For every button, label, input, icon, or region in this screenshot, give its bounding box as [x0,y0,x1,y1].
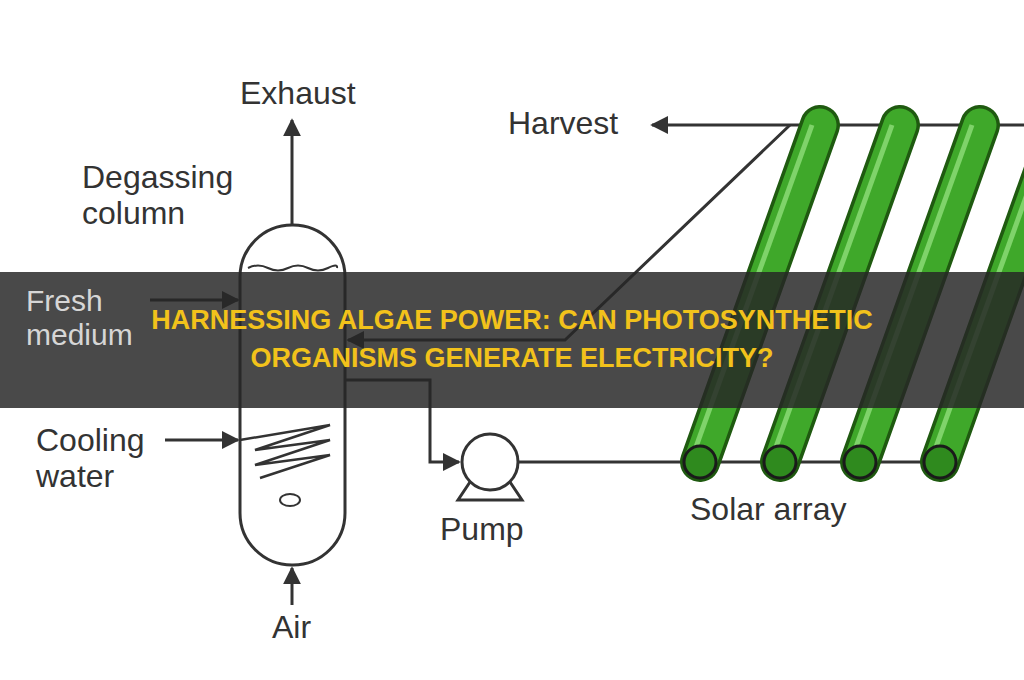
part-label: Solar array [690,492,890,528]
air-arrow [291,568,294,605]
cooling-arrow [165,439,238,442]
banner-title: HARNESSING ALGAE POWER: CAN PHOTOSYNTHET… [0,272,1024,408]
air-sparger [280,494,300,506]
part-label: Pump [440,512,550,548]
exhaust-arrow [291,120,294,225]
part-label: Exhaust [240,76,400,112]
tube-end [924,446,956,478]
cooling-coil [240,425,330,478]
part-label: Air [272,610,352,646]
pump-base [458,482,522,500]
part-label: Harvest [508,106,648,142]
part-label: Fresh medium [26,284,146,351]
banner-band [0,272,1024,408]
part-label: Degassing column [82,160,252,232]
tube-end [764,446,796,478]
part-label: Cooling water [36,423,166,495]
tube-end [684,446,716,478]
tube-end [844,446,876,478]
pump-symbol [462,434,518,490]
liquid-level [248,266,337,271]
